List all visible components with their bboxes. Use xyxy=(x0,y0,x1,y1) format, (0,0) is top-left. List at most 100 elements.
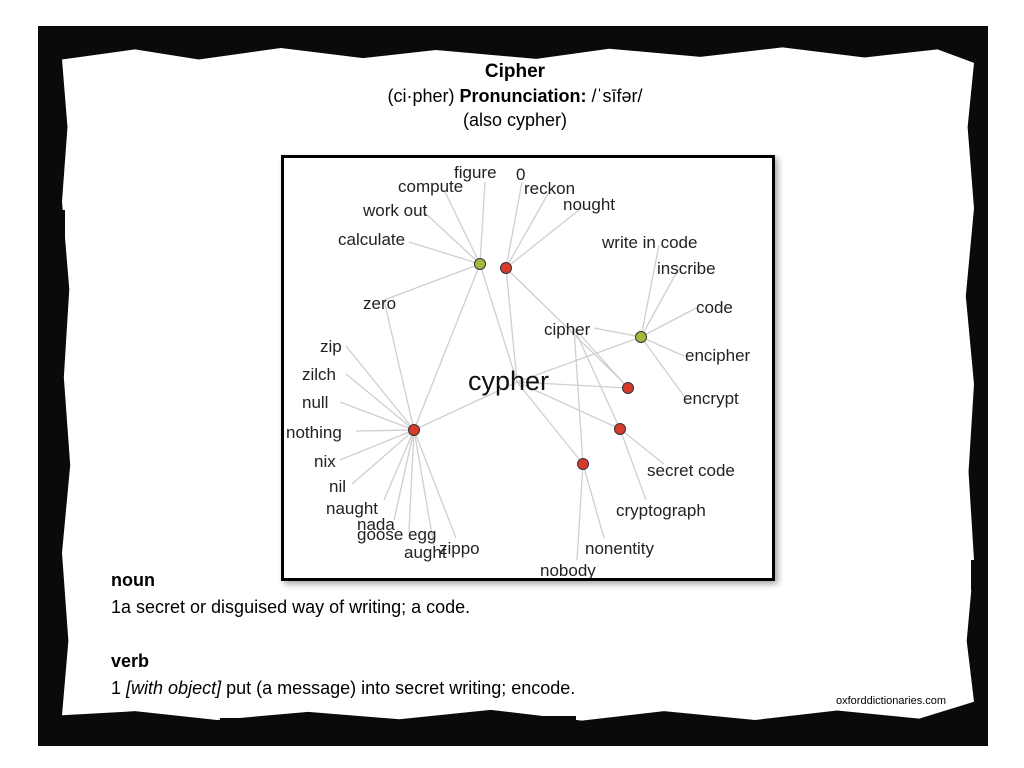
word-label: figure xyxy=(454,163,497,182)
word-label: null xyxy=(302,393,328,412)
word-label: compute xyxy=(398,177,463,196)
grunge-speck xyxy=(640,45,670,50)
graph-edge xyxy=(345,373,415,431)
grunge-speck xyxy=(310,43,350,47)
graph-edge xyxy=(516,381,629,389)
graph-edge xyxy=(393,429,415,521)
graph-edge xyxy=(339,429,415,461)
graph-node-red xyxy=(577,458,589,470)
graph-node-red xyxy=(614,423,626,435)
verb-label: verb xyxy=(111,651,150,671)
graph-edge xyxy=(355,429,415,432)
grunge-speck xyxy=(60,210,65,240)
graph-edge xyxy=(413,429,435,547)
word-graph: figure 0 compute reckon nought work out … xyxy=(281,155,775,581)
word-label: work out xyxy=(362,201,428,220)
word-label: nada xyxy=(357,515,395,534)
grunge-speck xyxy=(880,44,906,48)
graph-node-red xyxy=(408,424,420,436)
word-label: nix xyxy=(314,452,336,471)
word-label: calculate xyxy=(338,230,405,249)
graph-labels: figure 0 compute reckon nought work out … xyxy=(286,163,751,578)
graph-edge xyxy=(573,327,621,430)
noun-definition: 1a secret or disguised way of writing; a… xyxy=(111,597,471,617)
word-label: nonentity xyxy=(585,539,654,558)
pronunciation-line: (ci·pher) Pronunciation: /ˈsīfər/ xyxy=(62,84,968,108)
word-label: goose egg xyxy=(357,525,436,544)
grunge-speck xyxy=(120,44,142,49)
graph-edge xyxy=(619,428,647,501)
graph-edge xyxy=(408,241,481,265)
graph-node-green xyxy=(635,331,647,343)
word-label: cryptograph xyxy=(616,501,706,520)
graph-edge xyxy=(408,429,415,533)
graph-edge xyxy=(516,381,584,465)
graph-edge xyxy=(573,327,629,389)
word-label: zippo xyxy=(439,539,480,558)
graph-edge xyxy=(640,307,697,338)
graph-edge xyxy=(505,181,523,269)
verb-qualifier: [with object] xyxy=(126,678,222,698)
graph-edge xyxy=(505,267,630,389)
pronunciation-label: Pronunciation: xyxy=(459,86,587,106)
graph-edge xyxy=(573,327,584,465)
grunge-speck xyxy=(540,716,576,722)
graph-edge xyxy=(339,401,415,431)
word-label: write in code xyxy=(601,233,697,252)
graph-edge xyxy=(413,263,481,431)
graph-edge xyxy=(640,244,660,338)
center-word-label: cypher xyxy=(468,366,549,396)
grunge-speck xyxy=(971,300,976,340)
spacer xyxy=(111,621,811,648)
graph-edge xyxy=(640,336,685,357)
pronunciation-text: /ˈsīfər/ xyxy=(591,86,643,106)
word-label: encipher xyxy=(685,346,751,365)
graph-edge xyxy=(479,181,486,265)
graph-edges xyxy=(339,181,697,561)
graph-edge xyxy=(640,267,680,338)
word-label: nil xyxy=(329,477,346,496)
noun-label: noun xyxy=(111,570,155,590)
graph-edge xyxy=(505,191,550,269)
word-label: naught xyxy=(326,499,378,518)
word-label: 0 xyxy=(516,165,525,184)
graph-edge xyxy=(479,263,518,383)
grunge-speck xyxy=(220,718,270,724)
syllables: (ci·pher) xyxy=(387,86,455,106)
word-label: zip xyxy=(320,337,342,356)
graph-edge xyxy=(443,189,481,265)
graph-edge xyxy=(345,345,415,431)
graph-nodes xyxy=(408,258,647,470)
source-credit: oxforddictionaries.com xyxy=(836,695,947,707)
graph-edge xyxy=(505,205,585,269)
word-label: cipher xyxy=(544,320,591,339)
verb-definition: 1 [with object] put (a message) into sec… xyxy=(111,675,811,702)
word-label: reckon xyxy=(524,179,575,198)
graph-edge xyxy=(593,327,642,338)
graph-edge xyxy=(582,463,605,539)
definitions: noun 1a secret or disguised way of writi… xyxy=(111,567,811,702)
word-graph-svg: figure 0 compute reckon nought work out … xyxy=(286,163,751,578)
word-label: aught xyxy=(404,543,447,562)
graph-node-red xyxy=(622,382,634,394)
graph-edge xyxy=(413,429,457,539)
graph-edge xyxy=(383,263,481,301)
word-label: nobody xyxy=(540,561,596,578)
word-label: nothing xyxy=(286,423,342,442)
graph-edge xyxy=(423,211,481,265)
word-label: inscribe xyxy=(657,259,716,278)
entry-title: Cipher xyxy=(484,61,546,82)
verb-definition-text: put (a message) into secret writing; enc… xyxy=(226,678,576,698)
alternate-spelling: (also cypher) xyxy=(462,110,568,130)
word-label: secret code xyxy=(647,461,735,480)
word-label: zero xyxy=(363,294,396,313)
verb-sense-number: 1 xyxy=(111,678,122,698)
graph-node-red xyxy=(500,262,512,274)
graph-edge xyxy=(640,336,685,397)
word-label: zilch xyxy=(302,365,336,384)
graph-edge xyxy=(351,429,415,485)
word-label: code xyxy=(696,298,733,317)
graph-node-green xyxy=(474,258,486,270)
grunge-speck xyxy=(971,560,976,590)
graph-edge xyxy=(505,267,518,383)
